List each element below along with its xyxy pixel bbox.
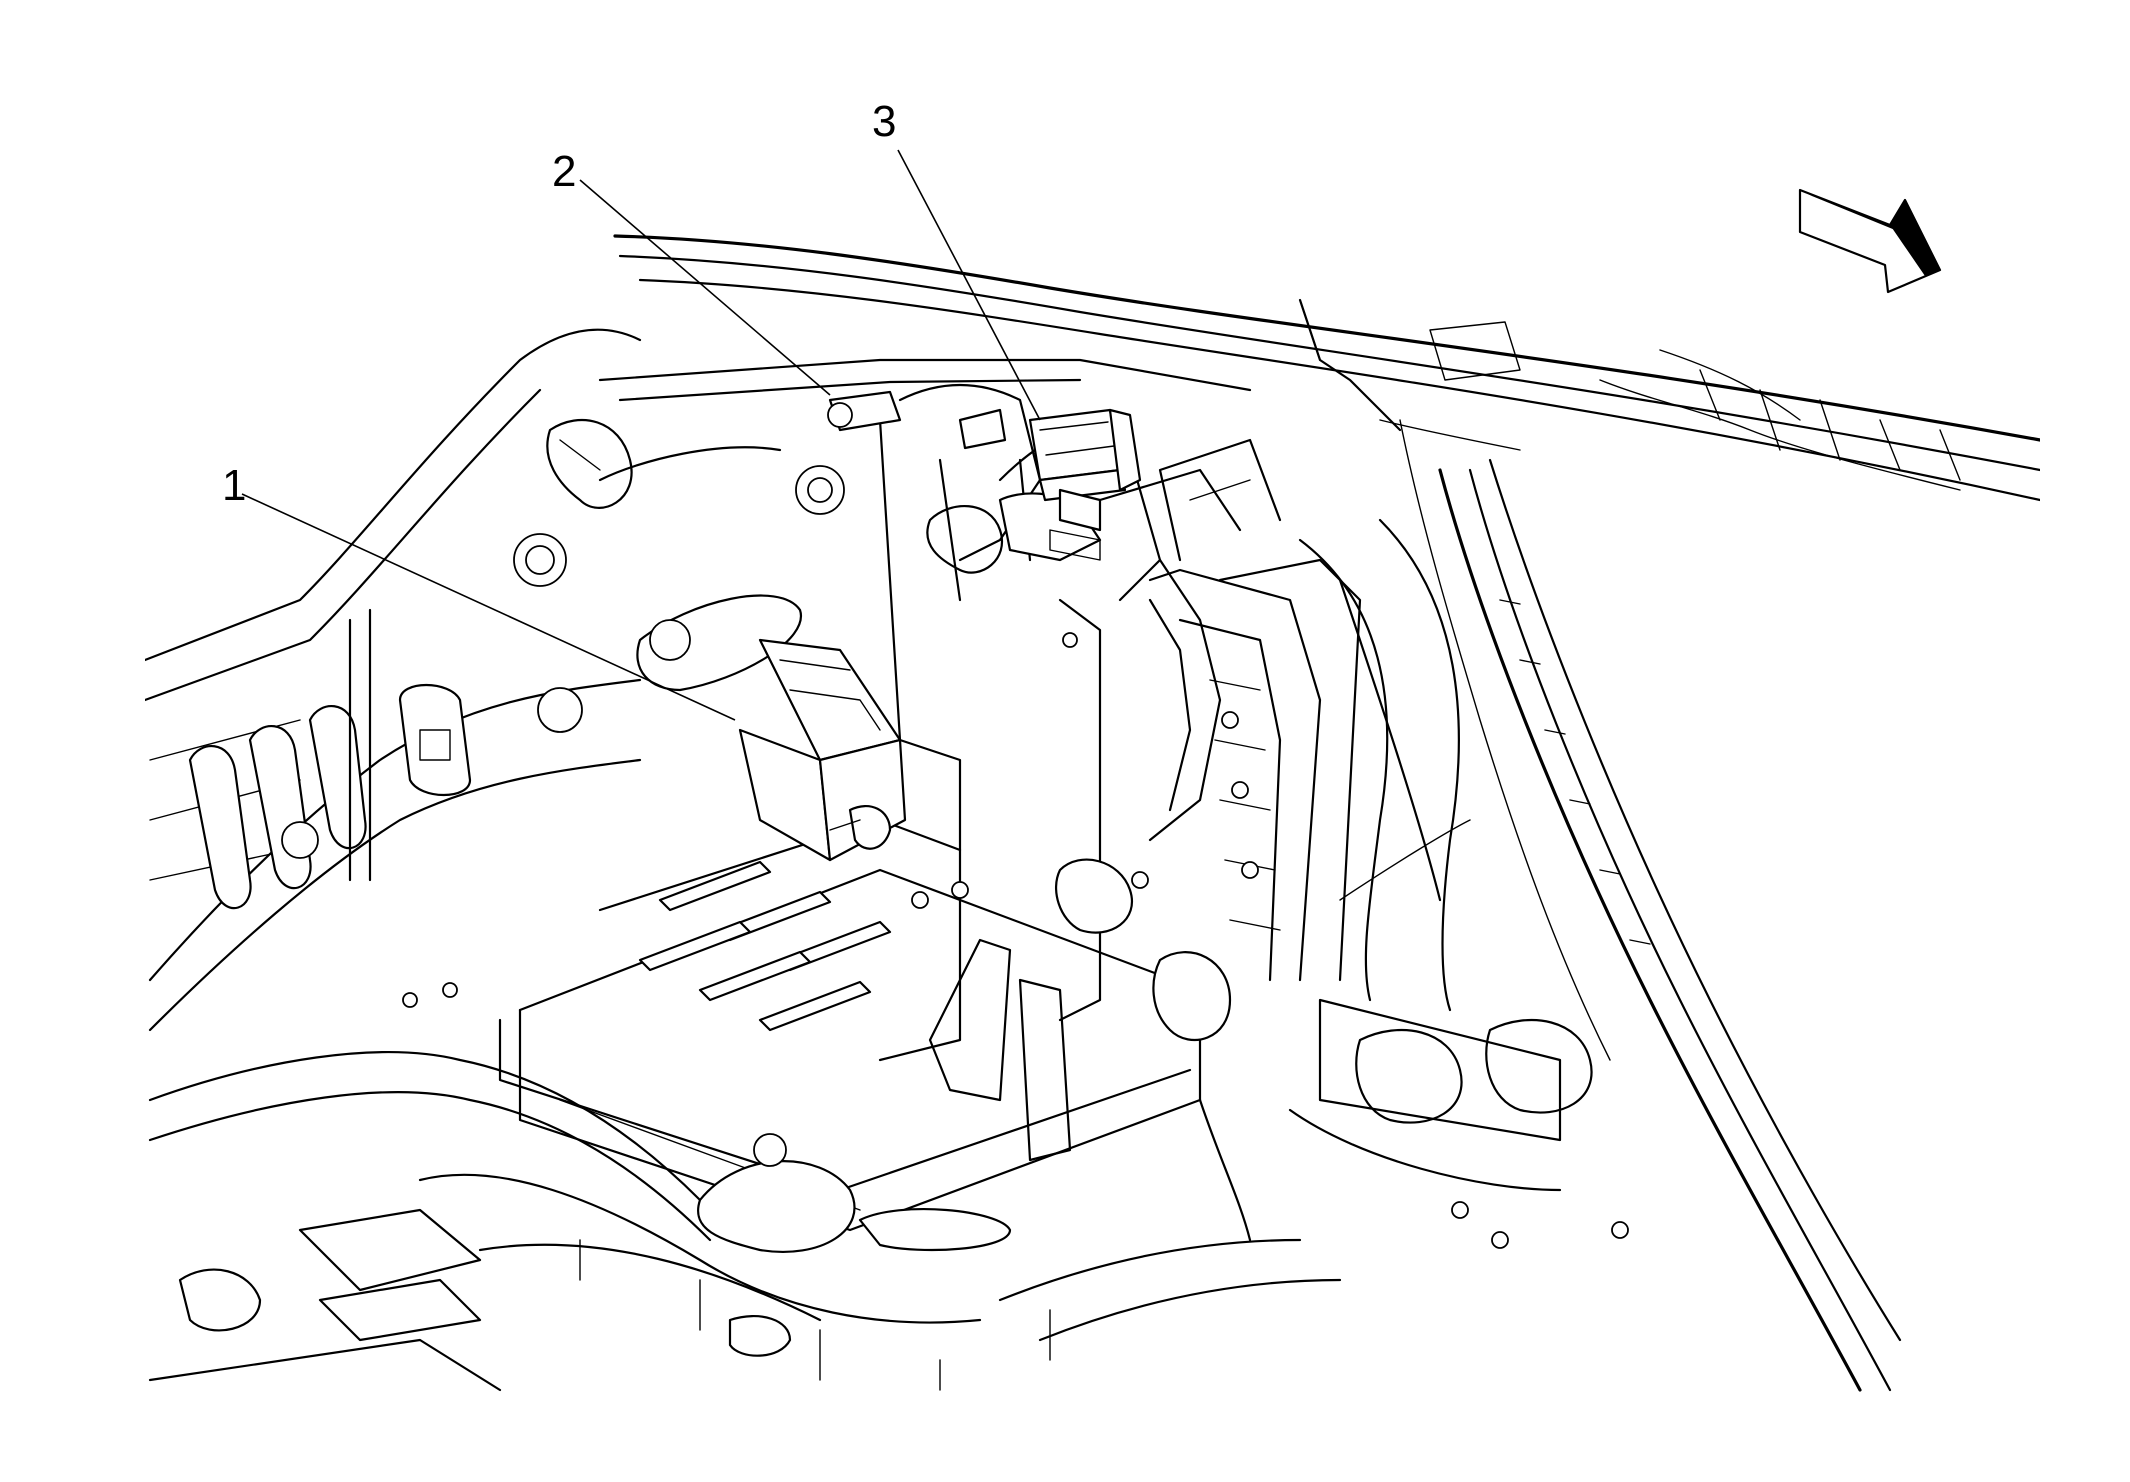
quarter-panel-right [1399,419,1902,1392]
roof-rail [613,234,2042,502]
control-module-1 [738,638,907,862]
callouts: 1 2 3 [222,97,896,510]
leader-lines [241,149,1041,721]
callout-3: 3 [872,97,896,146]
left-margin [0,0,145,1482]
inner-pillar-structure [878,298,1593,1192]
callout-1: 1 [222,461,246,510]
bottom-margin [0,1392,2130,1482]
callout-2: 2 [552,147,576,196]
left-side-wall [143,328,845,1032]
package-shelf [598,358,1252,602]
fastener-studs [402,632,1629,1249]
front-direction-arrow-icon [1798,188,1942,294]
control-module-3 [1028,408,1142,561]
right-margin [2040,0,2130,1482]
rear-compartment-floor [148,818,1342,1392]
